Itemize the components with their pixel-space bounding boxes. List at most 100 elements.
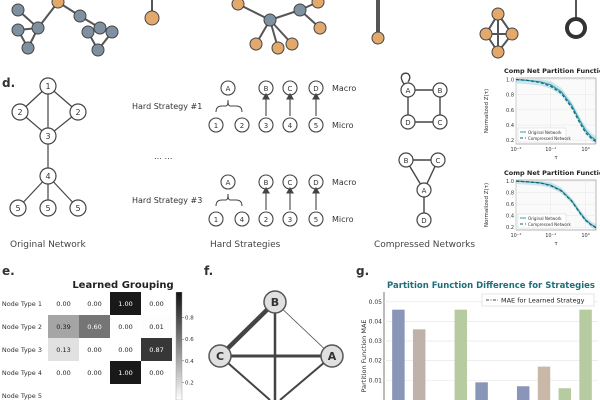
legend-box: [517, 127, 567, 143]
legend-box: [517, 213, 567, 229]
heatmap-cell-value: 0.00: [118, 346, 132, 354]
x-tick-label: 10⁻¹: [545, 147, 556, 153]
s1-macro-label: A: [226, 85, 231, 93]
heatmap-cell-value: 0.01: [149, 323, 163, 331]
heatmap-cell: [110, 338, 141, 361]
original-network-caption: Original Network: [10, 240, 86, 250]
colorbar-tick-label: 0.4: [185, 359, 194, 365]
chart-title: Partition Function Difference for Strate…: [387, 281, 595, 291]
colorbar-tick-label: 0.8: [185, 316, 194, 322]
heatmap-cell: [79, 384, 110, 400]
y-axis-label: Normalized Z(τ): [484, 89, 490, 133]
compressed-network-1: A B D C: [400, 72, 448, 130]
comp2-node-label: C: [436, 157, 441, 165]
hard-strategy-1: A B C D 1 2 3 4 5 Macro Micro: [208, 80, 356, 133]
hard-strategy-3: A B C D 1 4 2 3 5 Macro Micro: [208, 174, 356, 227]
panel-e-letter: e.: [2, 264, 15, 278]
bar: [475, 382, 488, 400]
x-tick-label: 10⁻¹: [545, 233, 556, 239]
graph-node-label: C: [216, 350, 224, 363]
s1-micro-label: 2: [240, 122, 244, 130]
partition-chart-2: Comp Net Partition Function1.00.80.60.40…: [484, 169, 600, 247]
heatmap-cell-value: 0.00: [87, 369, 101, 377]
heatmap-cell: [141, 315, 172, 338]
macro-label: Macro: [332, 84, 356, 93]
original-network: 1 2 2 3 4 5 5 5: [9, 77, 87, 217]
mae-bar-chart: Partition Function Difference for Strate…: [360, 281, 598, 400]
comp1-node-label: D: [405, 119, 410, 127]
bar: [392, 309, 405, 400]
heatmap-cell: [79, 361, 110, 384]
heatmap-cell-value: 0.00: [149, 369, 163, 377]
s3-macro-label: C: [288, 179, 293, 187]
s3-micro-label: 4: [240, 216, 245, 224]
orig-node-label: 5: [45, 204, 50, 213]
heatmap-cell: [48, 361, 79, 384]
x-axis-label: τ: [554, 241, 558, 247]
colorbar-tick-label: 0.2: [185, 380, 194, 386]
heatmap-cell: [48, 292, 79, 315]
s3-micro-label: 3: [288, 216, 292, 224]
comp1-node-label: A: [406, 87, 411, 95]
s1-micro-label: 4: [288, 122, 293, 130]
heatmap-row-label: Node Type 5: [2, 392, 42, 400]
legend-entry: Original Network: [528, 130, 562, 135]
heatmap-row-label: Node Type 3: [2, 346, 42, 354]
x-tick-label: 10⁻²: [510, 233, 521, 239]
legend-box: [481, 293, 595, 307]
comp1-node-label: B: [438, 87, 443, 95]
colorbar: [175, 292, 183, 400]
heatmap-cell-value: 0.60: [87, 323, 101, 331]
heatmap-cell: [110, 361, 141, 384]
y-axis-label: Normalized Z(τ): [484, 183, 490, 227]
macro-label: Macro: [332, 178, 356, 187]
heatmap-cell-value: 0.00: [149, 300, 163, 308]
y-tick-label: 1.0: [506, 78, 514, 84]
s3-macro-label: A: [226, 179, 231, 187]
heatmap-cell-value: 1.00: [118, 300, 132, 308]
heatmap-cell: [79, 338, 110, 361]
heatmap-cell-value: 0.39: [56, 323, 70, 331]
x-tick-label: 10⁰: [581, 147, 589, 153]
heatmap-cell-value: 0.87: [149, 346, 163, 354]
orig-node-label: 2: [17, 108, 22, 117]
y-tick-label: 0.01: [369, 377, 383, 384]
legend-entry: Compressed Network: [528, 222, 572, 227]
legend-entry: Compressed Network: [528, 136, 572, 141]
panel-g-letter: g.: [356, 264, 370, 278]
orig-node-label: 4: [45, 172, 50, 181]
heatmap-cell: [48, 315, 79, 338]
heatmap-row-label: Node Type 4: [2, 369, 42, 377]
orig-node-label: 5: [15, 204, 20, 213]
s1-macro-label: B: [264, 85, 269, 93]
series-line: [515, 78, 597, 143]
heatmap-cell-value: 1.00: [118, 369, 132, 377]
bar: [579, 309, 592, 400]
s1-micro-label: 1: [214, 122, 218, 130]
series-line: [515, 180, 597, 229]
chart-title: Comp Net Partition Function: [504, 169, 600, 177]
heatmap-cell: [48, 384, 79, 400]
heatmap-cell: [141, 292, 172, 315]
hard-strategies-caption: Hard Strategies: [210, 240, 281, 250]
heatmap-row-label: Node Type 1: [2, 300, 42, 308]
compressed-network-2: B C A D: [398, 152, 446, 228]
s1-micro-label: 5: [314, 122, 318, 130]
legend-entry: MAE for Learned Strategy: [501, 297, 585, 305]
y-tick-label: 0.6: [506, 202, 514, 208]
heatmap-row-label: Node Type 2: [2, 323, 42, 331]
y-tick-label: 1.0: [506, 179, 514, 185]
heatmap-cell-value: 0.00: [56, 369, 70, 377]
heatmap-cell-value: 0.00: [56, 300, 70, 308]
chart-title: Comp Net Partition Function: [504, 67, 600, 75]
heatmap-cell-value: 0.00: [87, 300, 101, 308]
x-tick-label: 10⁰: [581, 233, 589, 239]
heatmap-cell: [110, 315, 141, 338]
bar: [537, 366, 551, 400]
y-tick-label: 0.04: [369, 318, 383, 325]
heatmap-cell-value: 0.00: [118, 323, 132, 331]
strategy1-label: Hard Strategy #1: [132, 102, 203, 111]
s1-macro-label: C: [288, 85, 293, 93]
